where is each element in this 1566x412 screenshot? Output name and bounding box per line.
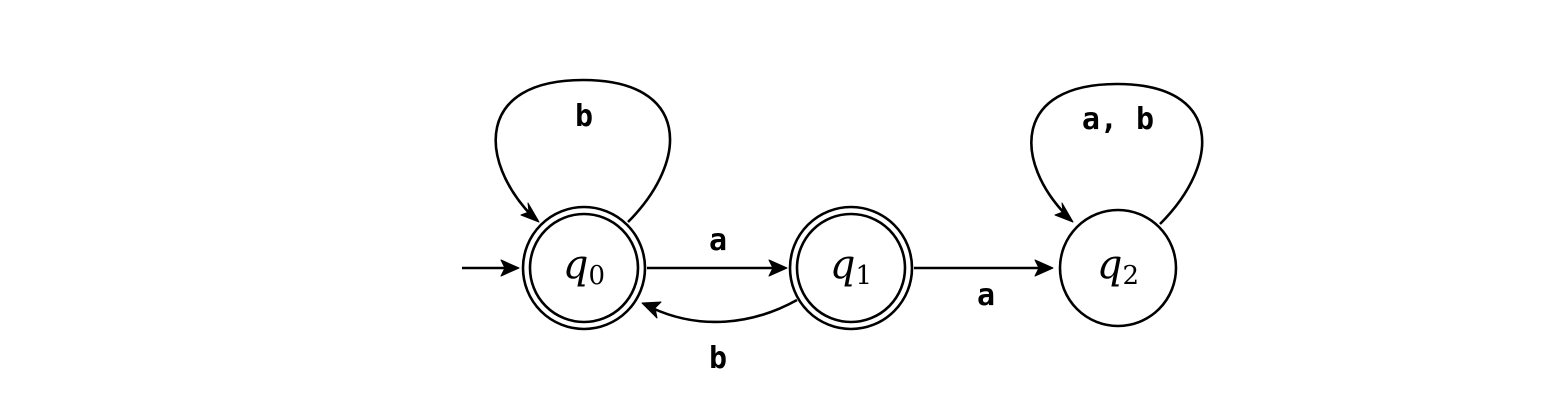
transition-label-q1-q2: a	[977, 278, 995, 313]
transition-label-q0-q0: b	[575, 99, 593, 134]
transition-q1-q2: a	[914, 259, 1054, 313]
transition-label-q2-q2: a, b	[1082, 102, 1154, 137]
state-q2: q2	[1058, 208, 1178, 328]
transition-q0-q1: a	[647, 223, 788, 277]
state-label-q1: q1	[830, 242, 872, 291]
transition-q1-q0: b	[641, 298, 798, 376]
transition-q0-q0: b	[494, 78, 672, 223]
state-label-q0: q0	[563, 242, 605, 291]
transition-q2-q2: a, b	[1030, 82, 1204, 225]
start-arrow	[462, 259, 520, 277]
state-label-q2: q2	[1097, 242, 1139, 291]
state-q1: q1	[788, 205, 914, 331]
transition-label-q1-q0: b	[709, 341, 727, 376]
state-q0: q0	[521, 205, 647, 331]
transition-label-q0-q1: a	[709, 223, 727, 258]
